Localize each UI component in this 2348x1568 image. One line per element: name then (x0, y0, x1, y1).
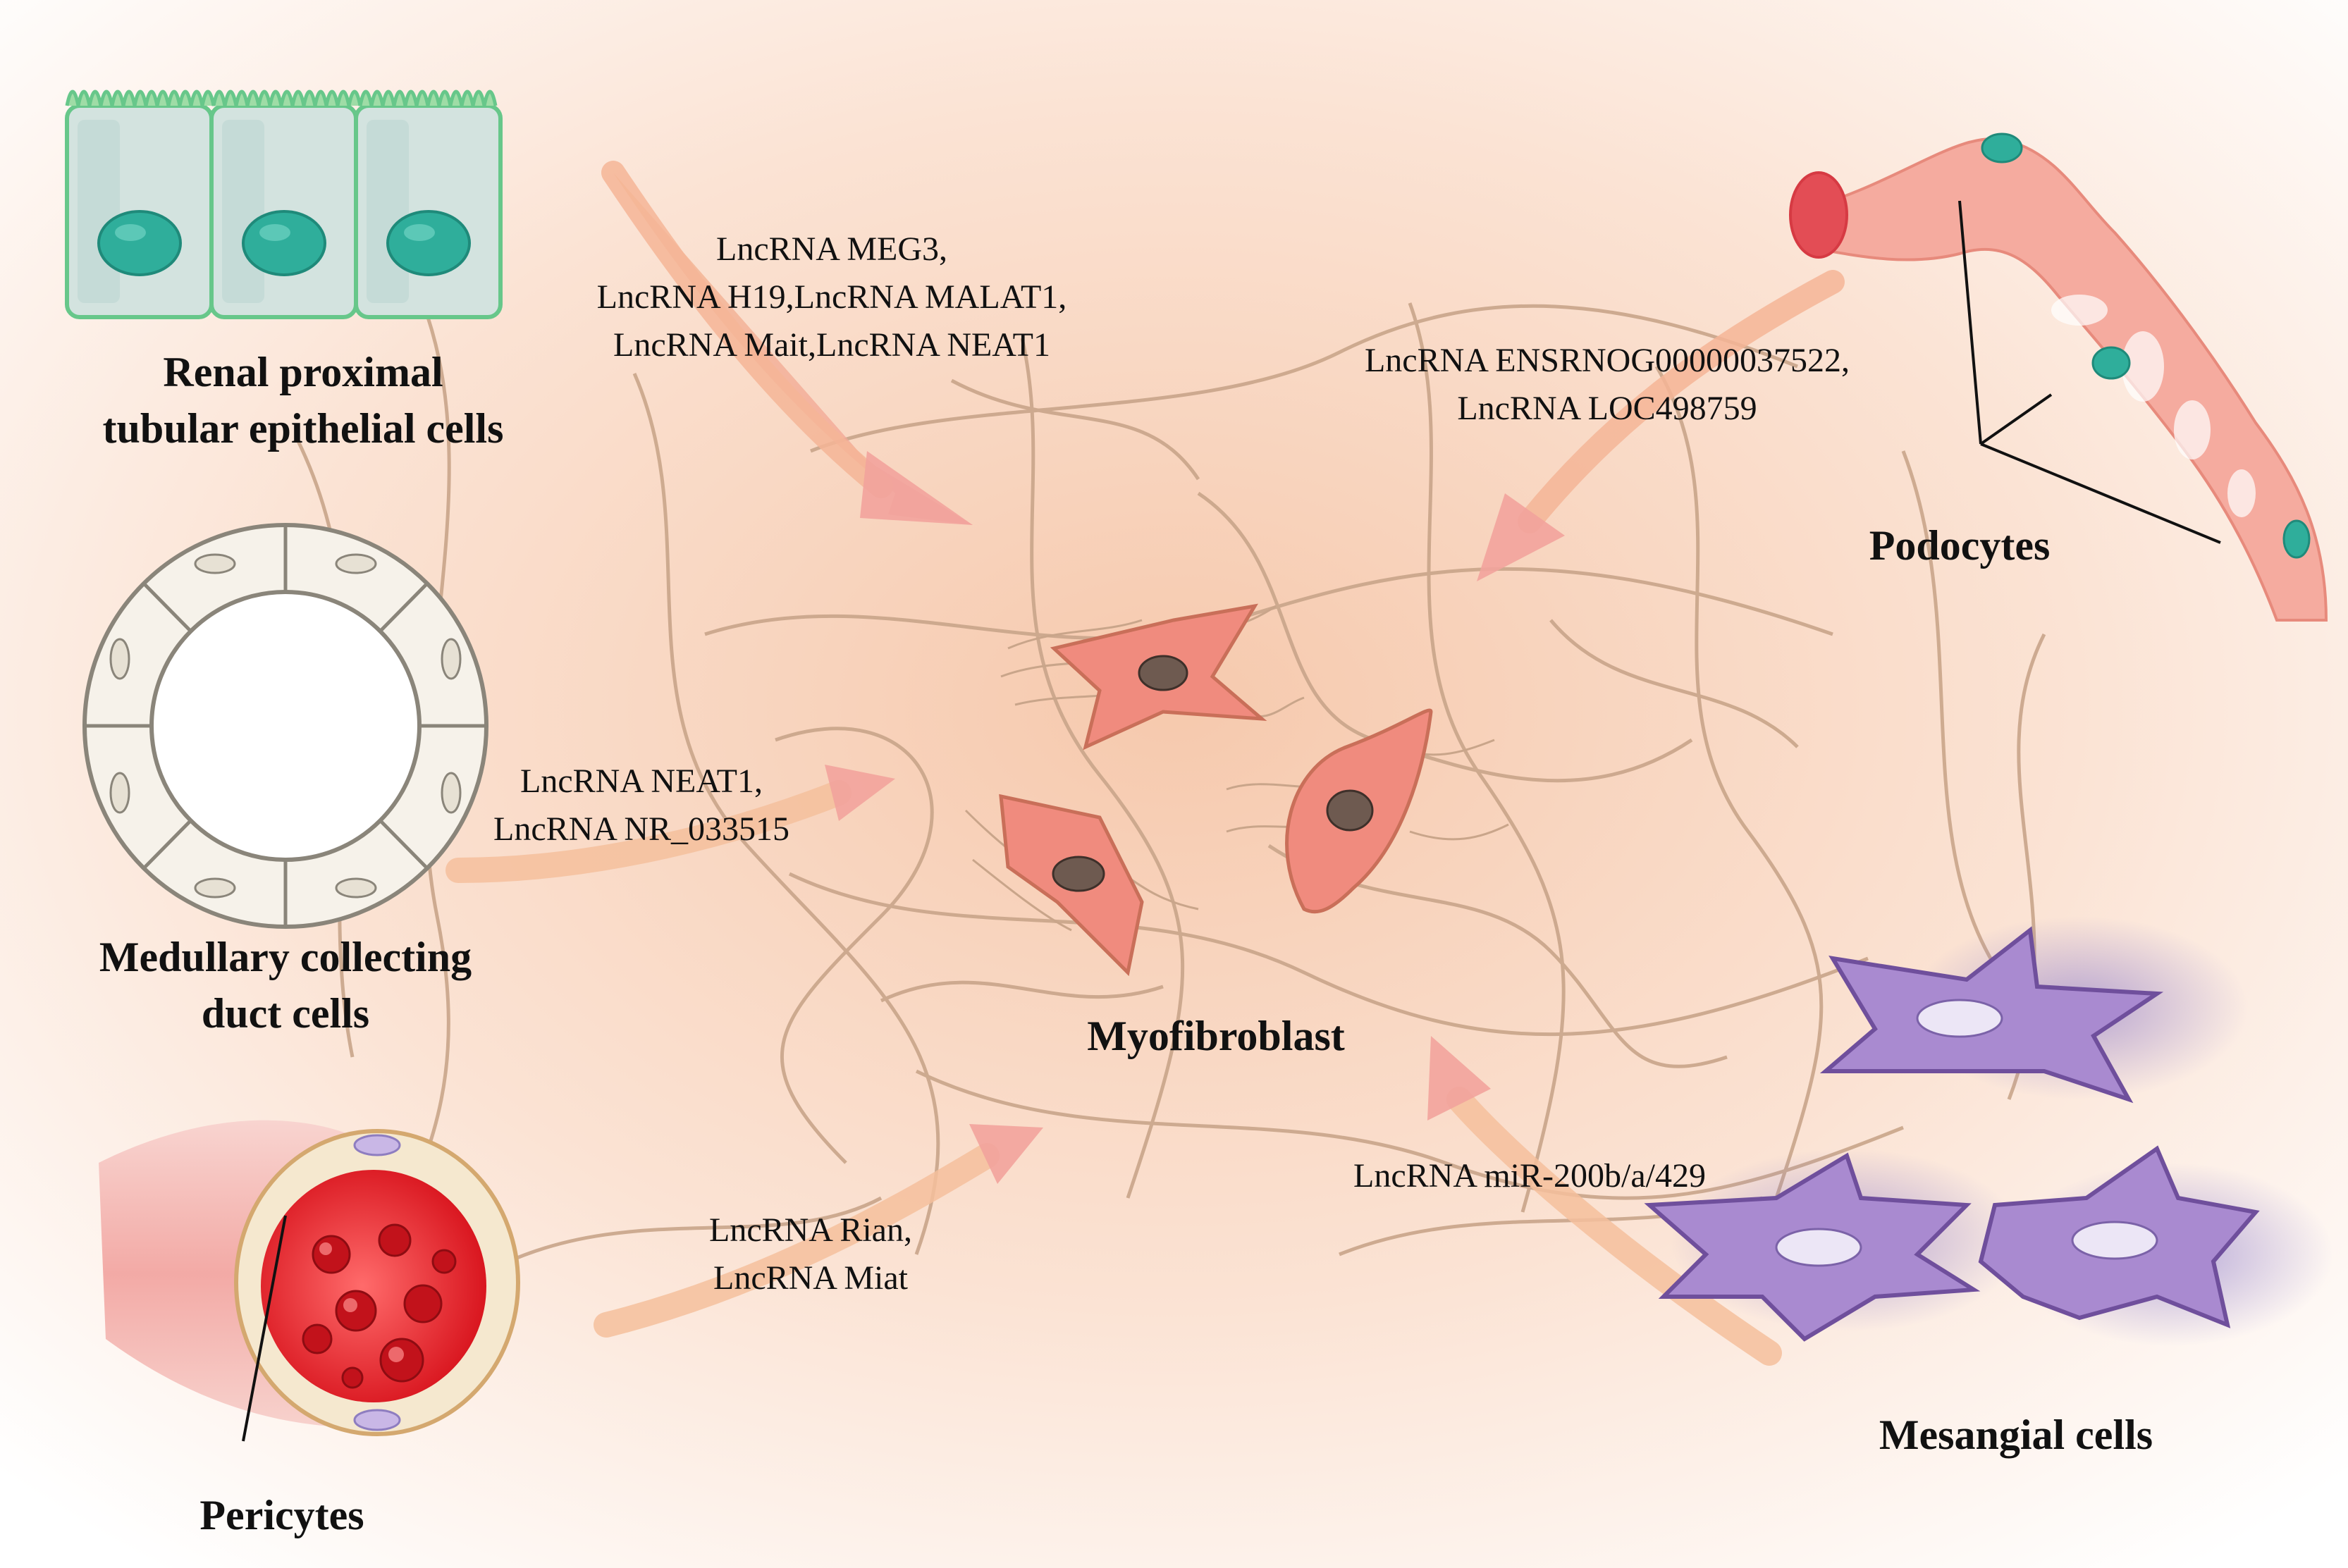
lncrna-renal-proximal-line-3: LncRNA Mait,LncRNA NEAT1 (613, 326, 1050, 364)
lncrna-pericytes-line-1: LncRNA Rian, (709, 1211, 912, 1249)
arrow-podocyte-head (1477, 493, 1565, 581)
label-podocytes: Podocytes (1869, 522, 2051, 569)
arrow-podocyte-shaft (1518, 270, 1845, 533)
arrow-renal-shaft (601, 161, 893, 498)
myofibroblast-cells-illustration (964, 603, 1509, 977)
lncrna-podocytes-line-1: LncRNA ENSRNOG00000037522, (1364, 342, 1850, 379)
lncrna-medullary-line-1: LncRNA NEAT1, (520, 763, 763, 800)
lncrna-renal-proximal-line-2: LncRNA H19,LncRNA MALAT1, (596, 278, 1067, 316)
lncrna-pericytes-line-2: LncRNA Miat (713, 1259, 908, 1297)
arrow-medullary-head (825, 765, 895, 821)
lncrna-renal-proximal-line-1: LncRNA MEG3, (716, 230, 947, 268)
lncrna-podocytes: LncRNA ENSRNOG00000037522, LncRNA LOC498… (1311, 337, 1903, 433)
label-medullary-line-1: Medullary collecting (99, 934, 472, 980)
label-renal-proximal-line-2: tubular epithelial cells (102, 405, 504, 452)
label-renal-proximal-cells: Renal proximal tubular epithelial cells (63, 344, 543, 457)
pericyte-vessel-illustration (99, 1120, 520, 1442)
arrow-mesangial-head (1427, 1036, 1491, 1121)
lncrna-pericytes: LncRNA Rian, LncRNA Miat (649, 1206, 973, 1302)
lncrna-renal-proximal: LncRNA MEG3, LncRNA H19,LncRNA MALAT1, L… (550, 226, 1114, 369)
lncrna-medullary: LncRNA NEAT1, LncRNA NR_033515 (444, 758, 839, 853)
lncrna-podocytes-line-2: LncRNA LOC498759 (1457, 390, 1757, 427)
label-mesangial-cells: Mesangial cells (1879, 1412, 2153, 1458)
medullary-duct-illustration (82, 523, 488, 929)
lncrna-medullary-line-2: LncRNA NR_033515 (493, 810, 789, 848)
lncrna-mesangial-line-1: LncRNA miR-200b/a/429 (1353, 1157, 1706, 1194)
label-medullary-cells: Medullary collecting duct cells (63, 929, 508, 1042)
arrow-pericyte-shaft (594, 1143, 1000, 1338)
label-pericytes: Pericytes (199, 1492, 364, 1538)
arrows (445, 161, 1845, 1366)
arrow-mesangial-shaft (1446, 1087, 1782, 1366)
arrow-pericyte-head (969, 1124, 1043, 1184)
label-medullary-line-2: duct cells (201, 990, 370, 1037)
label-renal-proximal-line-1: Renal proximal (163, 349, 443, 395)
podocyte-illustration (1789, 132, 2328, 622)
lncrna-mesangial: LncRNA miR-200b/a/429 (1325, 1152, 1734, 1200)
renal-proximal-cells-illustration (65, 89, 503, 319)
label-myofibroblast: Myofibroblast (1087, 1013, 1345, 1059)
arrow-medullary-shaft (445, 780, 852, 883)
arrow-renal-head (860, 451, 973, 525)
mesangial-cells-illustration (1644, 916, 2333, 1346)
